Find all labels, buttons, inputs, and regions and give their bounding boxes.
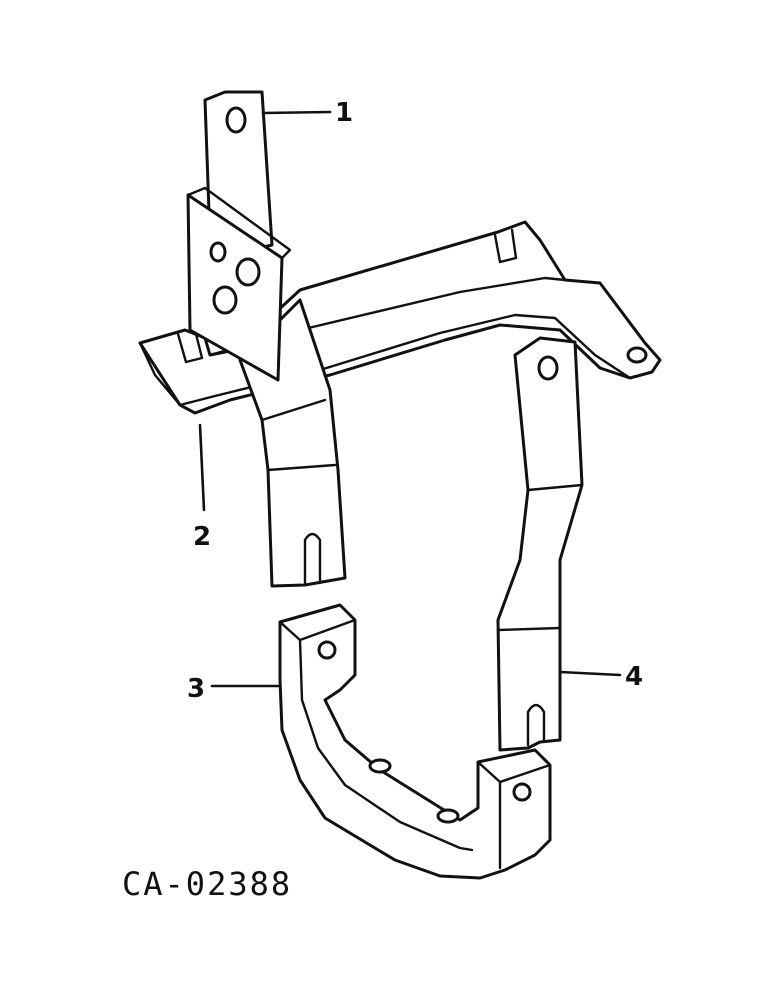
callout-3: 3 [187, 674, 205, 704]
leader-line-2 [198, 423, 206, 512]
drawing-code: CA-02388 [122, 865, 292, 903]
callout-1: 1 [335, 98, 353, 128]
leader-line-1 [261, 110, 332, 115]
part-4-offset-strap [496, 336, 584, 752]
mounting-hole [626, 346, 648, 364]
part-3-u-bracket [278, 603, 552, 880]
part-1-bracket [186, 90, 347, 588]
mounting-hole [209, 241, 227, 263]
callout-4: 4 [625, 662, 643, 692]
threaded-hole [317, 640, 337, 660]
mounting-hole [537, 355, 559, 381]
mounting-hole [436, 808, 460, 824]
callout-2: 2 [193, 522, 211, 552]
mounting-hole [235, 257, 261, 287]
leader-line-4 [558, 670, 622, 677]
mounting-hole [225, 106, 247, 134]
mounting-hole [368, 758, 392, 774]
threaded-hole [512, 782, 532, 802]
mounting-hole [212, 285, 238, 315]
